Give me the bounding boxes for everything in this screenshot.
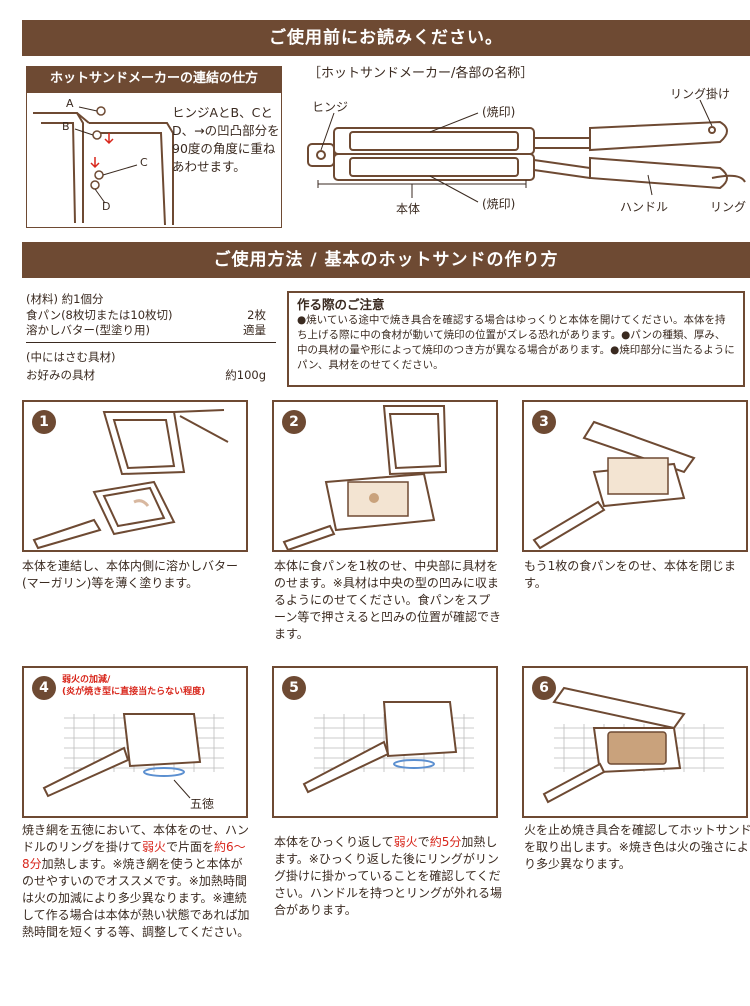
caution-title: 作る際のご注意 [297,297,385,312]
connection-instructions: ヒンジAとB、CとD、→の凹凸部分を90度の角度に重ねあわせます。 [172,105,280,174]
highlight-time: 約5分 [429,835,462,849]
materials-title: (材料) 約1個分 [26,292,104,306]
parts-title: ［ホットサンドメーカー/各部の名称］ [308,66,534,81]
handle-label: ハンドル [620,200,669,214]
step-3-number: 3 [532,410,556,434]
parts-diagram [307,99,746,203]
connection-title: ホットサンドメーカーの連結の仕方 [26,66,282,92]
material-row: 溶かしバター(型塗り用) 適量 [26,323,276,338]
step-2-text: 本体に食パンを1枚のせ、中央部に具材をのせます。※具材は中央の型の凹みに収まるよ… [274,559,502,641]
filling-qty: 約100g [225,368,266,382]
material-qty: 適量 [243,323,266,337]
label-a: A [66,97,74,110]
material-qty: 2枚 [247,308,266,322]
material-name: 溶かしバター(型塗り用) [26,323,150,337]
label-d: D [102,200,111,213]
highlight-low-heat: 弱火 [142,840,167,854]
step-1-text: 本体を連結し、本体内側に溶かしバター(マーガリン)等を薄く塗ります。 [22,559,239,590]
material-row: 食パン(8枚切または10枚切) 2枚 [26,308,276,323]
step-1-image: 1 [22,400,248,552]
materials-divider [26,342,276,343]
brand-bottom-label: (焼印) [482,197,516,211]
connection-diagram [33,106,174,226]
before-use-header: ご使用前にお読みください。 [22,20,750,56]
step-3-image: 3 [522,400,748,552]
filling-title: (中にはさむ具材) [26,350,116,364]
brand-top-label: (焼印) [482,105,516,119]
how-to-use-header: ご使用方法 / 基本のホットサンドの作り方 [22,242,750,278]
step-2-image: 2 [272,400,498,552]
step-2-number: 2 [282,410,306,434]
highlight-time: 約6〜8分 [22,840,246,871]
step-5-number: 5 [282,676,306,700]
label-b: B [62,120,70,133]
ring-hook-label: リング掛け [670,87,731,101]
caution-text: ●焼いている途中で焼き具合を確認する場合はゆっくりと本体を開けてください。本体を… [297,314,735,371]
ring-label: リング [710,200,747,214]
filling-name: お好みの具材 [26,368,95,382]
hinge-label: ヒンジ [312,100,349,114]
step-6-text: 火を止め焼き具合を確認してホットサンドを取り出します。※焼き色は火の強さにより多… [524,823,750,871]
fire-note: 弱火の加減/ (炎が焼き型に直接当たらない程度) [62,675,206,697]
step-3-text: もう1枚の食パンをのせ、本体を閉じます。 [524,559,736,590]
step-6-image: 6 [522,666,748,818]
filling-row: お好みの具材 約100g [26,368,276,383]
label-c: C [140,156,148,169]
step-5-image: 5 [272,666,498,818]
highlight-low-heat: 弱火 [393,835,418,849]
step-1-number: 1 [32,410,56,434]
body-label: 本体 [396,202,421,216]
step-4-text: 焼き網を五徳において、本体をのせ、ハンドルのリングを掛けて弱火で片面を約6〜8分… [22,823,250,939]
gotoku-label: 五徳 [190,797,215,811]
material-name: 食パン(8枚切または10枚切) [26,308,173,322]
step-4-image: 4 弱火の加減/ (炎が焼き型に直接当たらない程度) 五徳 [22,666,248,818]
step-4-number: 4 [32,676,56,700]
caution-box: 作る際のご注意 ●焼いている途中で焼き具合を確認する場合はゆっくりと本体を開けて… [287,291,745,387]
step-6-number: 6 [532,676,556,700]
connection-diagram-box [26,92,282,228]
step-5-text: 本体をひっくり返して弱火で約5分加熱します。※ひっくり返した後にリングがリング掛… [274,835,503,917]
